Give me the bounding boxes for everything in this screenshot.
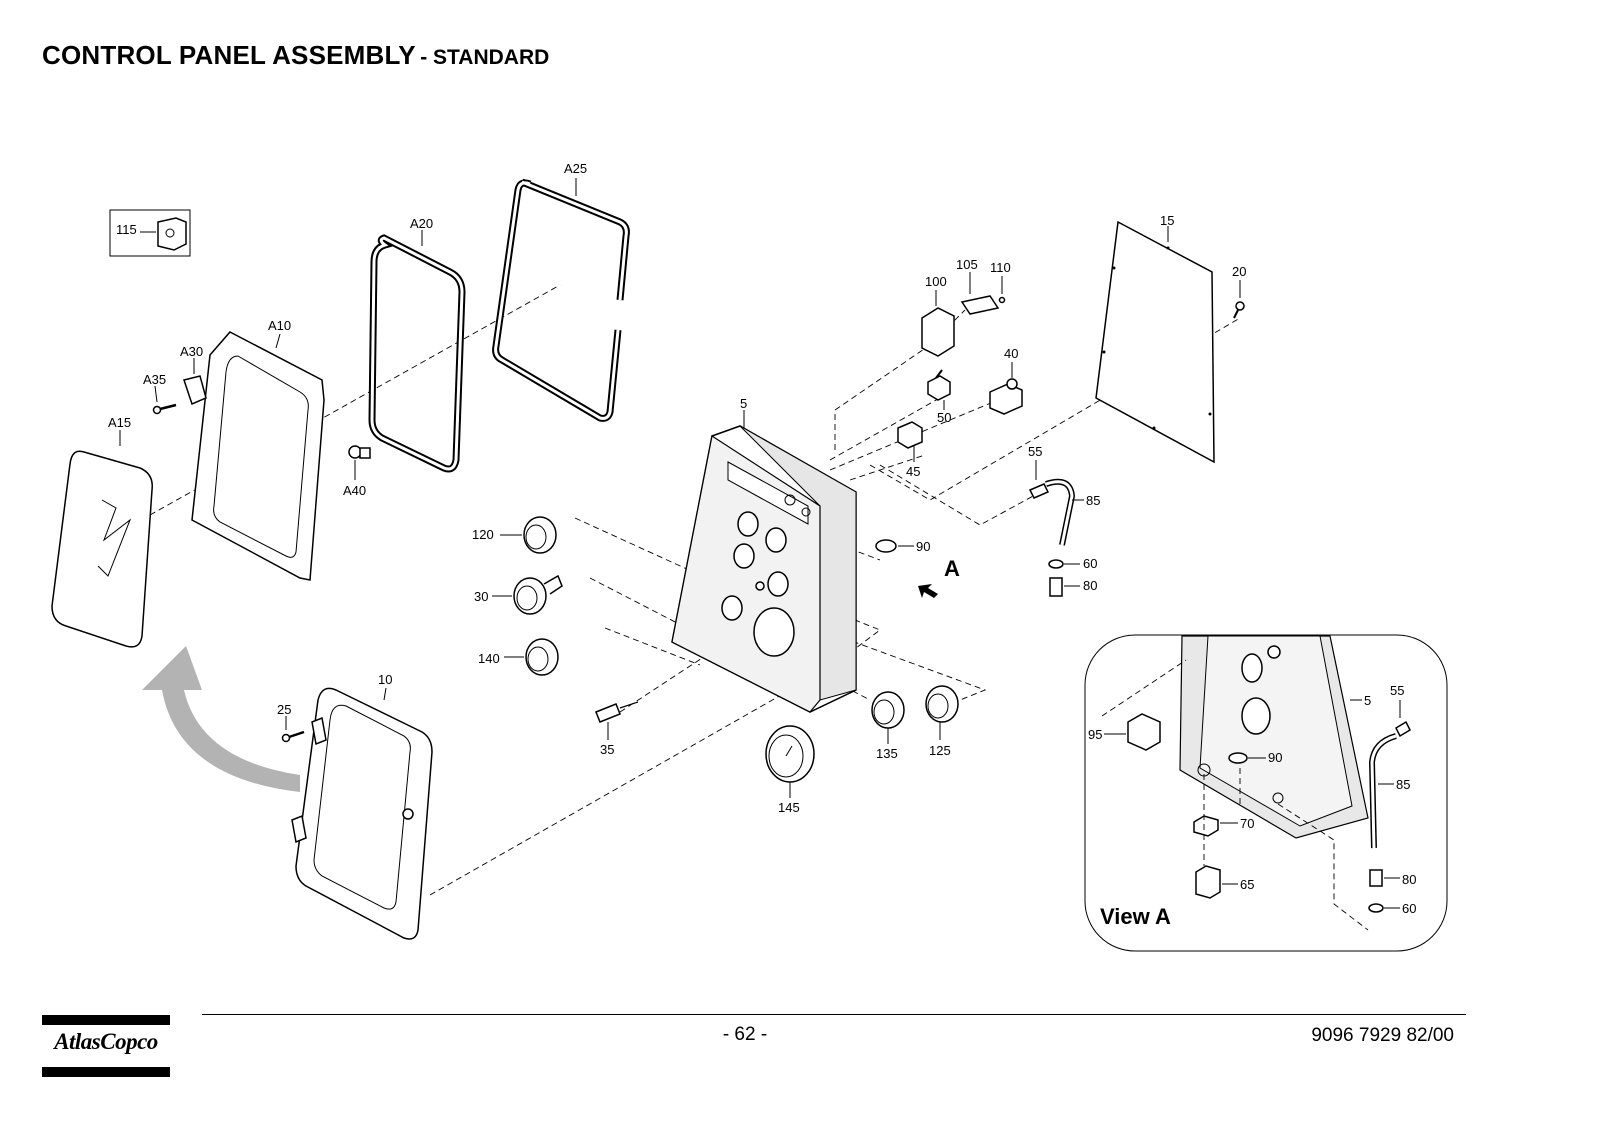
part-A10-frame <box>191 331 325 581</box>
label-A30: A30 <box>180 344 203 359</box>
part-120-gauge <box>500 516 557 554</box>
label-A40: A40 <box>343 483 366 498</box>
label-25: 25 <box>277 702 291 717</box>
label-90: 90 <box>916 539 930 554</box>
label-30: 30 <box>474 589 488 604</box>
label-110: 110 <box>990 260 1011 275</box>
document-number: 9096 7929 82/00 <box>1311 1025 1454 1046</box>
label-55: 55 <box>1028 444 1042 459</box>
logo-bottom-bar <box>42 1067 170 1077</box>
part-10-door <box>291 687 433 940</box>
part-140-gauge <box>504 638 559 676</box>
part-50-switch <box>927 369 951 410</box>
part-105-bracket <box>960 272 1000 315</box>
label-15: 15 <box>1160 213 1174 228</box>
page-number: - 62 - <box>722 1024 768 1045</box>
inset-label-65: 65 <box>1240 877 1254 892</box>
part-90-plug <box>875 539 914 553</box>
atlas-copco-logo: AtlasCopco <box>42 1015 170 1077</box>
part-A25-seal <box>492 178 630 422</box>
label-105: 105 <box>956 257 978 272</box>
part-45-switch <box>897 421 923 462</box>
label-85: 85 <box>1086 493 1100 508</box>
label-45: 45 <box>906 464 920 479</box>
label-140: 140 <box>478 651 500 666</box>
label-40: 40 <box>1004 346 1018 361</box>
footer-divider <box>202 1014 1466 1015</box>
label-145: 145 <box>778 800 800 815</box>
inset-title: View A <box>1100 904 1171 929</box>
part-A30-hinge <box>183 358 207 406</box>
swing-arrow <box>142 646 300 792</box>
part-145-gauge <box>765 725 815 798</box>
part-135-gauge <box>871 691 905 744</box>
label-115: 115 <box>116 222 137 237</box>
inset-view-a <box>1084 634 1448 952</box>
inset-label-80: 80 <box>1402 872 1416 887</box>
logo-wordmark: AtlasCopco <box>54 1029 158 1054</box>
label-A10: A10 <box>268 318 291 333</box>
label-60: 60 <box>1083 556 1097 571</box>
inset-label-95: 95 <box>1088 727 1102 742</box>
part-A20-seal <box>368 230 466 473</box>
label-A15: A15 <box>108 415 131 430</box>
part-85-tube <box>1045 478 1084 546</box>
part-35-sensor <box>595 701 639 740</box>
part-5-panel <box>671 410 857 713</box>
label-135: 135 <box>876 746 898 761</box>
part-20-screw <box>1233 280 1245 319</box>
part-30-gauge <box>492 574 563 615</box>
label-5: 5 <box>740 396 747 411</box>
part-A40-lock <box>348 445 371 480</box>
part-55-fitting <box>1028 460 1050 499</box>
label-100: 100 <box>925 274 947 289</box>
title-sub: - STANDARD <box>420 46 550 69</box>
part-80-fitting <box>1049 577 1080 597</box>
logo-top-bar <box>42 1015 170 1025</box>
label-80: 80 <box>1083 578 1097 593</box>
label-A35: A35 <box>143 372 166 387</box>
part-25-screw <box>281 716 305 743</box>
inset-label-85: 85 <box>1396 777 1410 792</box>
callout-labels: 115 A25 A20 A10 A30 A35 A15 A40 15 105 1… <box>108 161 1416 929</box>
view-a-marker <box>918 584 938 598</box>
part-A15-glass <box>51 430 153 648</box>
inset-label-90: 90 <box>1268 750 1282 765</box>
label-10: 10 <box>378 672 392 687</box>
part-100-breaker <box>921 290 955 357</box>
inset-label-5: 5 <box>1364 693 1371 708</box>
title-main: CONTROL PANEL ASSEMBLY <box>42 40 416 70</box>
label-125: 125 <box>929 743 951 758</box>
page-title: CONTROL PANEL ASSEMBLY - STANDARD <box>42 40 549 71</box>
inset-label-70: 70 <box>1240 816 1254 831</box>
label-20: 20 <box>1232 264 1246 279</box>
label-A25: A25 <box>564 161 587 176</box>
part-60-washer <box>1048 559 1080 569</box>
label-120: 120 <box>472 527 494 542</box>
part-110-screw <box>998 276 1006 304</box>
view-marker-letter: A <box>944 556 960 581</box>
part-125-gauge <box>925 685 959 740</box>
part-40-keyswitch <box>989 362 1023 415</box>
part-15-cover <box>1095 220 1215 464</box>
label-A20: A20 <box>410 216 433 231</box>
inset-label-60: 60 <box>1402 901 1416 916</box>
label-50: 50 <box>937 410 951 425</box>
inset-label-55: 55 <box>1390 683 1404 698</box>
part-115-box <box>109 209 191 257</box>
part-A35-screw <box>152 385 177 415</box>
label-35: 35 <box>600 742 614 757</box>
